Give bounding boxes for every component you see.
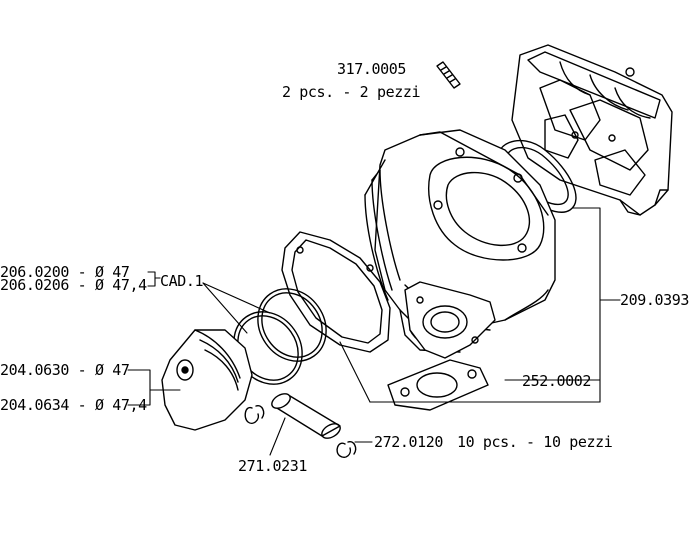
wrist-pin [271, 393, 341, 439]
intake-manifold [404, 281, 496, 359]
ring-part-number-47-4: 206.0206 - Ø 47,4 [0, 276, 147, 294]
leader-lines [127, 207, 621, 456]
clip-quantity: 10 pcs. - 10 pezzi [457, 433, 613, 451]
stud-quantity: 2 pcs. - 2 pezzi [282, 83, 421, 101]
circlips [244, 405, 357, 458]
ring-quantity-label: CAD.1 [160, 272, 204, 290]
cylinder-kit-part-number: 209.0393 [620, 291, 690, 309]
piston [161, 329, 253, 431]
cylinder-head [511, 44, 673, 216]
piston-part-number-47-4: 204.0634 - Ø 47,4 [0, 396, 147, 414]
manifold-gasket [387, 359, 489, 411]
piston-part-number-47: 204.0630 - Ø 47 [0, 361, 130, 379]
pin-part-number: 271.0231 [238, 457, 308, 475]
ring-part-number-47: 206.0200 - Ø 47 [0, 263, 130, 281]
stud [436, 61, 461, 89]
gasket-set-part-number: 252.0002 [522, 372, 592, 390]
clip-part-number: 272.0120 [374, 433, 444, 451]
base-gasket [281, 231, 391, 353]
stud-part-number: 317.0005 [337, 60, 407, 78]
